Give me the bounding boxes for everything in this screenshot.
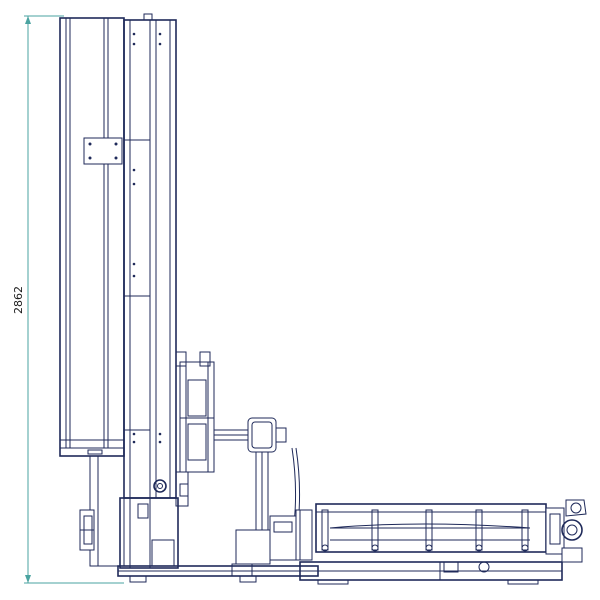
carriage-assembly: [175, 351, 251, 507]
drive-motor-block: [231, 509, 313, 577]
conveyor-table: [315, 499, 587, 563]
base-frame: [117, 561, 563, 585]
height-dimension-label: 2862: [12, 286, 25, 314]
height-dimension: 2862: [12, 15, 124, 584]
inner-mast: [119, 13, 179, 569]
outer-mast: [59, 17, 125, 567]
head-unit: [247, 417, 301, 553]
